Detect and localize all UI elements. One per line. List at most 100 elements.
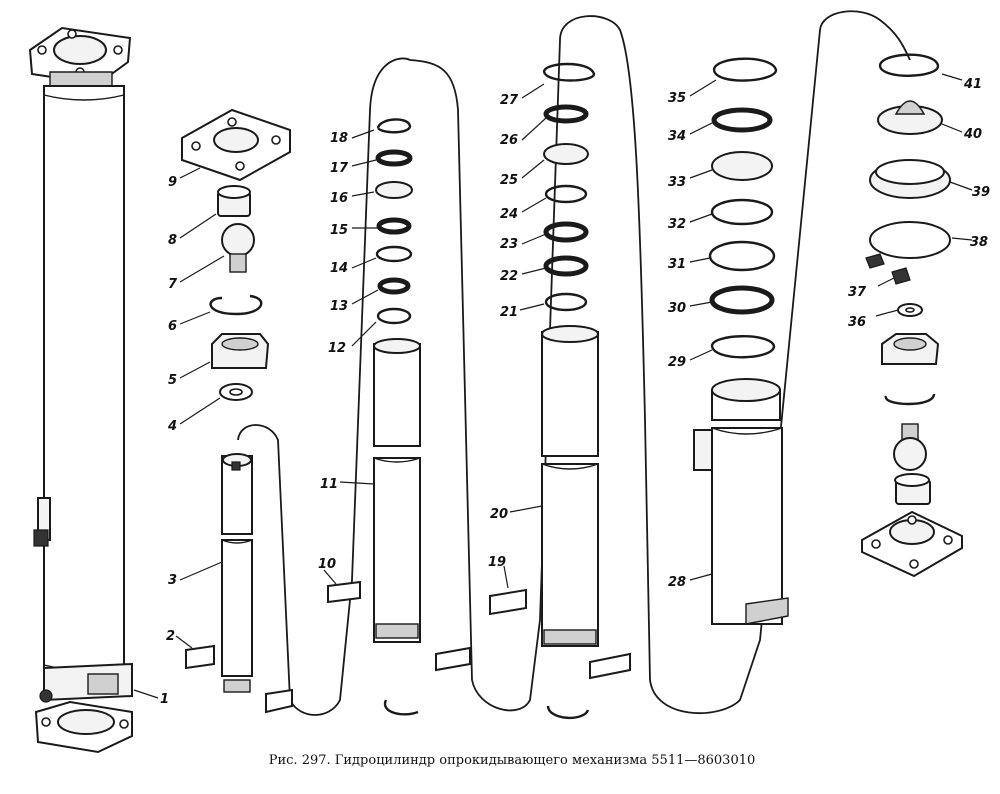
part-27-ring [542, 62, 596, 82]
part-29-ring [710, 335, 776, 359]
figure-caption: Рис. 297. Гидроцилиндр опрокидывающего м… [269, 753, 756, 768]
label-40: 40 [963, 127, 982, 142]
part-6-snap-ring [179, 294, 263, 325]
part-38-clamp [865, 221, 973, 269]
lower-snap-ring [884, 393, 936, 406]
part-11-piston-tube [339, 338, 421, 643]
part-25-bushing [543, 143, 589, 165]
part-28-cylinder-tube [689, 378, 789, 625]
label-30: 30 [668, 301, 686, 316]
part-5-nut [179, 333, 270, 379]
label-41: 41 [963, 77, 982, 92]
column-5-seals [689, 57, 778, 361]
part-9-flange-cover [179, 108, 291, 182]
part-36-washer [875, 303, 923, 317]
part-13-ring [377, 277, 411, 295]
label-31: 31 [668, 257, 686, 272]
label-33: 33 [668, 175, 686, 190]
label-29: 29 [668, 355, 686, 370]
column-4-seals [519, 62, 596, 312]
column-3-seals [351, 118, 413, 347]
part-23-ring [543, 221, 589, 243]
part-20-outer-tube [509, 325, 599, 647]
label-25: 25 [500, 173, 518, 188]
part-24-ring [544, 184, 588, 204]
top-flange-cap [53, 35, 107, 65]
label-10: 10 [318, 557, 336, 572]
label-7: 7 [168, 277, 178, 292]
part-2-half-ring [175, 635, 215, 670]
part-40-ball-cup [877, 100, 963, 135]
part-33-bushing [711, 151, 773, 181]
label-23: 23 [500, 237, 518, 252]
part-3-rod [179, 453, 253, 693]
part-35-ring [712, 57, 778, 82]
label-13: 13 [330, 299, 348, 314]
flange-hole [37, 45, 47, 55]
column-6-parts [861, 53, 973, 578]
label-4: 4 [167, 419, 177, 434]
clamp-bracket [87, 673, 119, 695]
label-39: 39 [972, 185, 990, 200]
part-41-ring [878, 53, 940, 77]
part-31-ring [708, 240, 776, 272]
label-1: 1 [160, 692, 169, 707]
part-17-ring [375, 149, 413, 167]
label-22: 22 [500, 269, 518, 284]
label-37: 37 [848, 285, 867, 300]
part-39-head-nut [869, 159, 973, 199]
rod-half-ring [265, 688, 293, 714]
lower-nut [881, 333, 940, 365]
label-11: 11 [320, 477, 338, 492]
label-34: 34 [668, 129, 686, 144]
label-17: 17 [330, 161, 349, 176]
label-6: 6 [168, 319, 177, 334]
part-22-ring [543, 255, 589, 277]
part-4-washer [179, 383, 253, 425]
part-34-ring [711, 107, 773, 133]
part-7-ball-pin [179, 223, 255, 283]
part-37-bolt [877, 267, 911, 287]
tube-edge [43, 94, 125, 101]
col4-bottom-parts [546, 652, 631, 719]
part-18-ring [376, 118, 412, 134]
lower-ball-pin [893, 423, 927, 471]
label-8: 8 [168, 233, 177, 248]
clamp-bolt [39, 689, 53, 703]
lower-bushing [894, 473, 931, 505]
label-27: 27 [500, 93, 519, 108]
col3-bottom-parts [383, 646, 471, 716]
label-32: 32 [668, 217, 686, 232]
part-32-ring [710, 198, 774, 226]
label-15: 15 [330, 223, 348, 238]
label-36: 36 [848, 315, 866, 330]
lower-flange [861, 510, 963, 578]
label-5: 5 [168, 373, 177, 388]
part-26-ring [543, 104, 589, 124]
part-16-bushing [375, 181, 413, 199]
label-28: 28 [668, 575, 686, 590]
flange-hole [67, 29, 77, 39]
label-12: 12 [328, 341, 346, 356]
label-19: 19 [488, 555, 506, 570]
outer-tube [43, 85, 125, 673]
label-2: 2 [166, 629, 175, 644]
label-16: 16 [330, 191, 348, 206]
label-24: 24 [500, 207, 518, 222]
label-18: 18 [330, 131, 348, 146]
flange-hole [119, 719, 129, 729]
label-38: 38 [970, 235, 988, 250]
label-20: 20 [490, 507, 508, 522]
part-12-ring [376, 307, 412, 325]
bottom-flange-boss [57, 709, 115, 735]
part-8-bushing [179, 185, 251, 239]
label-3: 3 [168, 573, 177, 588]
assembly-path-line [237, 10, 911, 716]
label-14: 14 [330, 261, 348, 276]
label-21: 21 [500, 305, 518, 320]
part-10-half-ring [323, 569, 361, 604]
part-15-ring [376, 217, 412, 235]
part-30-ring [709, 285, 775, 315]
